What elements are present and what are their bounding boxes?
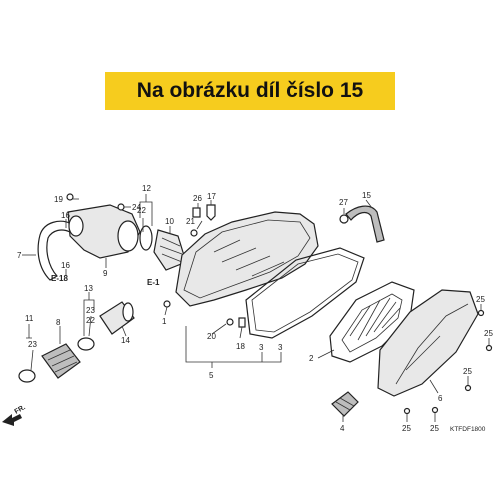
callout-12: 12 <box>142 184 151 193</box>
direction-label: FR. <box>14 404 27 416</box>
clamp-part-22 <box>139 225 153 251</box>
screw-part-26 <box>192 207 201 218</box>
callout-18: 18 <box>236 342 245 351</box>
front-direction-arrow: FR. <box>2 404 27 426</box>
callout-5: 5 <box>209 371 214 380</box>
callout-3-right: 3 <box>278 343 283 352</box>
callout-8: 8 <box>56 318 61 327</box>
joint-ribs <box>159 237 183 263</box>
cover-crease <box>395 303 469 385</box>
bracket-part-17 <box>206 204 216 221</box>
callout-1: 1 <box>162 317 167 326</box>
diagram-code: KTFDF1800 <box>450 426 486 433</box>
callout-20: 20 <box>207 332 216 341</box>
bolt-part-24 <box>117 203 125 211</box>
grommet-part-18 <box>238 317 246 328</box>
callout-15: 15 <box>362 191 371 200</box>
fitting-e1 <box>163 300 171 308</box>
screw-25-d <box>403 407 411 415</box>
banner-text: Na obrázku díl číslo 15 <box>136 79 364 102</box>
callout-10: 10 <box>165 217 174 226</box>
clamp-part-23-a <box>18 369 36 383</box>
filter-mesh-border <box>341 293 403 353</box>
leader-lines <box>22 194 490 422</box>
callout-4: 4 <box>340 424 345 433</box>
boot-ribs <box>47 349 78 373</box>
clip-part-27 <box>339 214 349 224</box>
bolt-part-19 <box>66 193 74 201</box>
breather-hose-part-15 <box>345 205 385 243</box>
callout-25-e: 25 <box>430 424 439 433</box>
callout-14: 14 <box>121 336 130 345</box>
callout-3-left: 3 <box>259 343 264 352</box>
screw-25-b <box>485 344 493 352</box>
callout-19: 19 <box>54 195 63 204</box>
callout-23-left: 23 <box>28 340 37 349</box>
callout-6: 6 <box>438 394 443 403</box>
callout-13: 13 <box>84 284 93 293</box>
highlight-banner: Na obrázku díl číslo 15 <box>105 72 395 110</box>
callout-22-upper: 22 <box>137 206 146 215</box>
callout-11: 11 <box>25 314 34 323</box>
callout-25-b: 25 <box>484 329 493 338</box>
callout-labels: 7 9 19 16 16 E-18 24 12 22 10 26 17 21 2… <box>17 184 493 433</box>
callout-22-lower: 22 <box>86 316 95 325</box>
callout-7: 7 <box>17 251 22 260</box>
ref-e1: E-1 <box>147 278 160 287</box>
filter-mesh-lines <box>349 297 401 341</box>
bolt-part-20 <box>226 318 234 326</box>
duct-part-4 <box>331 391 359 417</box>
callout-16-top: 16 <box>61 211 70 220</box>
boot-part-8 <box>41 343 81 379</box>
arrow-icon <box>2 414 22 426</box>
callout-25-d: 25 <box>402 424 411 433</box>
callout-23-right: 23 <box>86 306 95 315</box>
duct-ribs <box>335 397 355 411</box>
intake-tube-inlet <box>68 215 84 237</box>
case-inner-edge <box>183 219 311 299</box>
seal-part-3 <box>245 247 365 339</box>
callout-17: 17 <box>207 192 216 201</box>
cover-part-6 <box>377 289 479 397</box>
tube-end <box>122 302 134 322</box>
seal-inner-line <box>251 253 359 333</box>
washer-part-21 <box>190 229 198 237</box>
callout-21: 21 <box>186 217 195 226</box>
intake-tube-opening <box>117 220 139 252</box>
hose-part-7 <box>37 220 73 281</box>
ref-e18: E-18 <box>51 274 68 283</box>
callout-25-c: 25 <box>463 367 472 376</box>
cover-crease-2 <box>405 335 441 371</box>
screw-25-e <box>431 406 439 414</box>
callout-27: 27 <box>339 198 348 207</box>
air-cleaner-case-part-1 <box>175 211 319 307</box>
callout-26: 26 <box>193 194 202 203</box>
callout-24: 24 <box>132 203 141 212</box>
callout-2: 2 <box>309 354 314 363</box>
callout-25-a: 25 <box>476 295 485 304</box>
clamp-part-23-b <box>77 337 95 351</box>
screw-25-c <box>464 384 472 392</box>
case-ribs <box>213 239 285 277</box>
callout-9: 9 <box>103 269 108 278</box>
screw-25-a <box>477 309 485 317</box>
callout-16-bottom: 16 <box>61 261 70 270</box>
